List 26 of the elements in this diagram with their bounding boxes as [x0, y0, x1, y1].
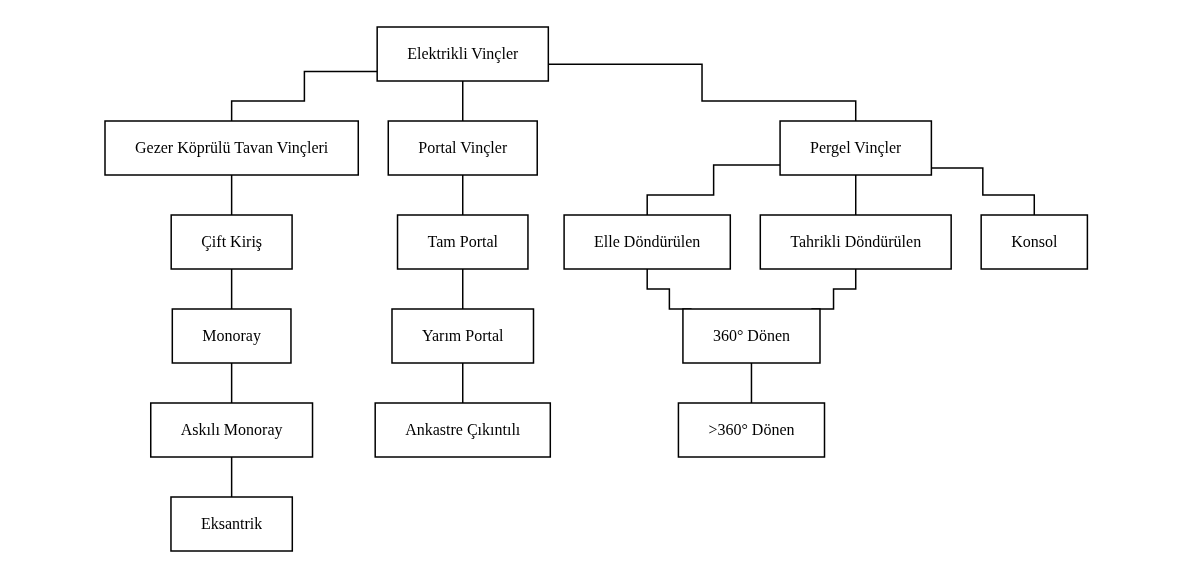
node-box: Ankastre Çıkıntılı [374, 402, 552, 458]
node-box: Çift Kiriş [170, 214, 294, 270]
connector [462, 268, 464, 310]
node-box: Gezer Köprülü Tavan Vinçleri [104, 120, 360, 176]
node-box: Konsol [980, 214, 1089, 270]
connector [231, 268, 233, 310]
node-box: Yarım Portal [391, 308, 535, 364]
node-box: Eksantrik [170, 496, 294, 552]
node-box: >360° Dönen [677, 402, 826, 458]
node-box: Tam Portal [397, 214, 529, 270]
connector [462, 174, 464, 216]
connector [231, 174, 233, 216]
connector [231, 362, 233, 404]
node-box: Monoray [171, 308, 292, 364]
node-box: Tahrikli Döndürülen [759, 214, 953, 270]
connector [855, 174, 857, 216]
node-box: Elle Döndürülen [563, 214, 732, 270]
connector [751, 362, 753, 404]
node-box: Pergel Vinçler [779, 120, 933, 176]
node-box: Elektrikli Vinçler [376, 26, 550, 82]
node-box: Portal Vinçler [387, 120, 539, 176]
connector [462, 80, 464, 122]
node-box: Askılı Monoray [150, 402, 314, 458]
connector [462, 362, 464, 404]
node-box: 360° Dönen [682, 308, 822, 364]
connector [231, 456, 233, 498]
